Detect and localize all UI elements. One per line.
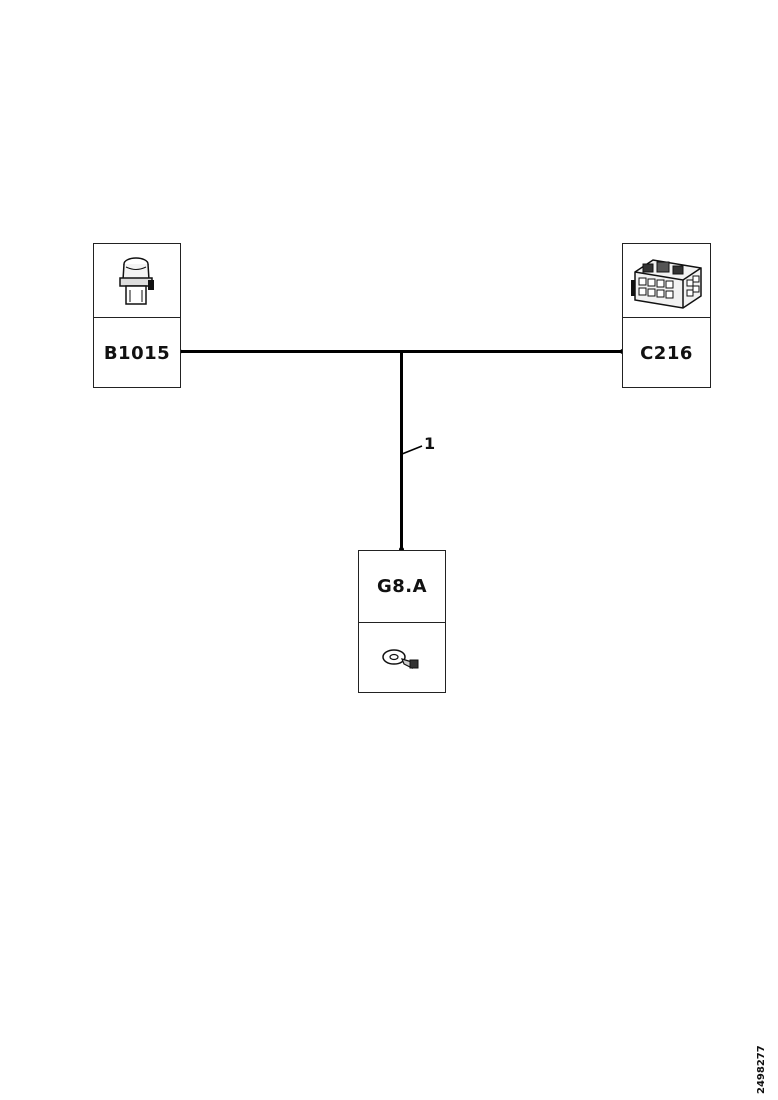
figure-code: 2498277 <box>756 1045 767 1094</box>
sensor-connector-icon <box>119 256 154 305</box>
component-c216[interactable]: C216 <box>622 243 711 388</box>
ground-eyelet-icon <box>382 649 419 669</box>
wire-callout-number: 1 <box>424 434 436 453</box>
callout-leader <box>401 445 423 455</box>
component-label-c216: C216 <box>640 342 693 364</box>
component-icon-cell <box>359 623 445 693</box>
component-label-cell: C216 <box>623 318 710 388</box>
component-icon-cell <box>623 244 710 317</box>
bottom-terminal-dot <box>399 547 404 552</box>
component-divider <box>94 317 180 318</box>
component-label-b1015: B1015 <box>103 342 171 364</box>
component-icon-cell <box>94 244 180 317</box>
component-divider <box>623 317 710 318</box>
component-g8a[interactable]: G8.A <box>358 550 446 693</box>
component-label-cell: B1015 <box>94 318 180 388</box>
component-label-cell: G8.A <box>359 551 445 622</box>
component-divider <box>359 622 445 623</box>
component-label-g8a: G8.A <box>376 576 428 597</box>
drop-vertical-wire <box>400 351 403 550</box>
component-b1015[interactable]: B1015 <box>93 243 181 388</box>
multi-pin-connector-icon <box>630 258 702 309</box>
